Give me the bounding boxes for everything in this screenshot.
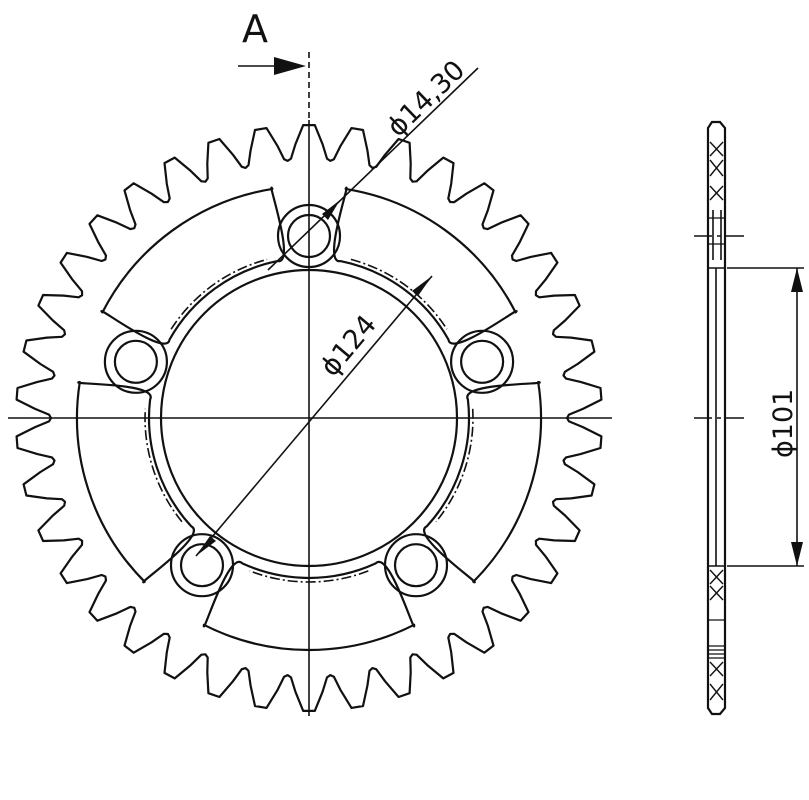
bolt-hole-dimension: ϕ14,30 bbox=[267, 55, 479, 271]
bolt-circle-dimension: ϕ124 bbox=[195, 275, 433, 557]
section-label-bottom: A bbox=[245, 713, 271, 757]
bore-dimension-text: ϕ101 bbox=[768, 389, 799, 458]
lightening-windows bbox=[75, 186, 543, 652]
bolt-hole bbox=[103, 329, 168, 394]
lightening-window bbox=[100, 186, 286, 345]
section-label: A bbox=[242, 7, 268, 51]
hub-relief-arc bbox=[144, 408, 183, 523]
side-cross-marks bbox=[709, 141, 724, 701]
lightening-window bbox=[202, 560, 416, 652]
section-marker-top: A bbox=[238, 7, 310, 120]
bolt-hole bbox=[169, 533, 235, 598]
sprocket-tooth-outline bbox=[15, 124, 603, 712]
hub-relief-arc bbox=[350, 258, 448, 330]
hub-relief-arc bbox=[435, 408, 474, 523]
bolt-hole bbox=[383, 533, 449, 598]
lightening-window bbox=[332, 186, 518, 345]
section-marker-bottom: A bbox=[245, 713, 271, 757]
side-hatch-bands bbox=[708, 217, 725, 659]
section-arrowhead bbox=[274, 57, 306, 75]
hub-relief-arc bbox=[170, 258, 268, 330]
lightening-window bbox=[75, 380, 195, 584]
bolt-hole bbox=[450, 329, 515, 394]
side-profile-outline bbox=[706, 120, 727, 716]
front-view bbox=[8, 120, 612, 716]
bolt-hole-dimension-text: ϕ14,30 bbox=[381, 55, 471, 143]
lightening-window bbox=[423, 380, 543, 584]
side-view: ϕ101 bbox=[694, 120, 804, 716]
